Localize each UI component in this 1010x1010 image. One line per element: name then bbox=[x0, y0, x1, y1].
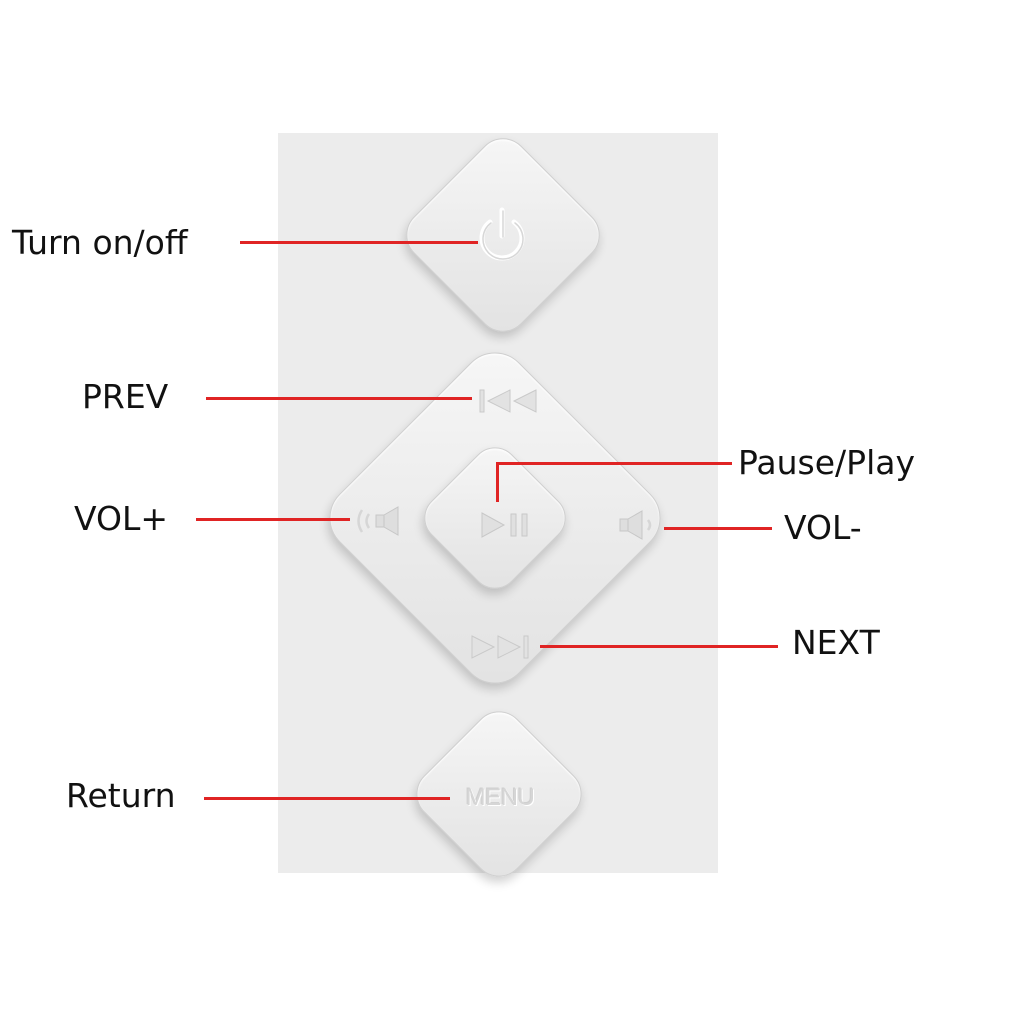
volume-up-icon bbox=[357, 506, 399, 536]
skip-next-icon bbox=[471, 635, 529, 659]
label-vol-minus: VOL- bbox=[784, 508, 862, 547]
label-pause-play: Pause/Play bbox=[738, 443, 915, 482]
leader-line-return bbox=[204, 797, 450, 800]
skip-previous-icon bbox=[479, 389, 537, 413]
label-power: Turn on/off bbox=[12, 223, 188, 262]
leader-line-prev bbox=[206, 397, 472, 400]
leader-line-pause-play-h bbox=[496, 462, 732, 465]
leader-line-next bbox=[540, 645, 778, 648]
power-icon bbox=[479, 207, 525, 261]
leader-line-vol-minus bbox=[664, 527, 772, 530]
play-pause-icon bbox=[481, 512, 528, 538]
label-next: NEXT bbox=[792, 623, 880, 662]
leader-line-vol-plus bbox=[196, 518, 350, 521]
leader-line-pause-play-v bbox=[496, 462, 499, 502]
label-return: Return bbox=[66, 776, 176, 815]
label-vol-plus: VOL+ bbox=[74, 499, 169, 538]
menu-button-label: MENU bbox=[465, 784, 535, 811]
label-prev: PREV bbox=[82, 377, 169, 416]
leader-line-power bbox=[240, 241, 478, 244]
volume-down-icon bbox=[619, 510, 652, 540]
